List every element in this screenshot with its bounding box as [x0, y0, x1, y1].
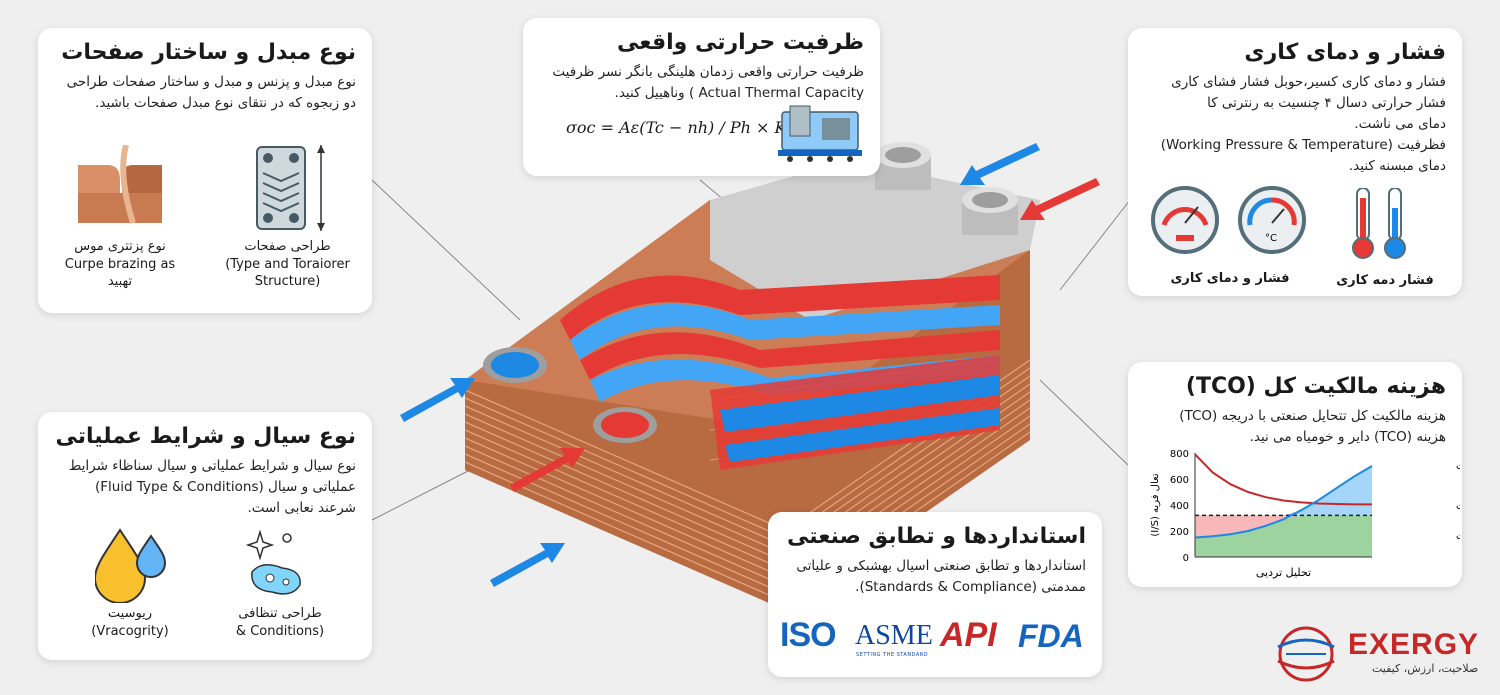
card-plate-type: نوع مبدل و ساختار صفحات نوع مبدل و پزنس …: [38, 28, 372, 313]
card-body-line2: فشار حرارتی دسال ۴ چنسیت به رنترتی کا: [1207, 95, 1446, 112]
plate-pattern-icon: [256, 145, 325, 231]
cleaning-sparkle-icon: [245, 530, 301, 595]
card-title: نوع سیال و شرایط عملیاتی: [55, 424, 356, 449]
area-blue: [1195, 466, 1372, 516]
caption-pressure-gauge: فشار و دمای کاری: [1170, 271, 1290, 286]
card-standards: استانداردها و تطابق صنعتی استانداردها و …: [768, 512, 1102, 677]
caption-fa: طراحی تنظافی: [238, 606, 322, 621]
pressure-gauges-icon: °C: [1151, 186, 1306, 254]
thermal-formula: σoc = Aε(Tc − nh) / Ph × K: [566, 118, 787, 137]
caption-plate-design: طراحی صفحات (Type and Toraiorer Structur…: [210, 238, 365, 291]
iso-logo: ISO: [780, 616, 837, 654]
port-top-1: [875, 142, 931, 190]
legend-label-reference: کراسالیل ازیت: [1456, 501, 1460, 512]
caption-en: (Type and Toraiorer Structure): [225, 256, 350, 290]
card-body-line1: فشار و دمای کاری کسیر،حوبل فشار فشای کار…: [1171, 74, 1446, 91]
series-line-0: [1194, 453, 1372, 506]
card-body-line4: فظرفیت (Working Pressure & Temperature): [1160, 137, 1446, 154]
card-body-line2: هزینه (TCO) دایر و خومیاه می نید.: [1249, 429, 1446, 446]
brazing-joint-icon: [78, 145, 162, 224]
card-fluid-conditions: نوع سیال و شرایط عملیاتی نوع سیال و شرای…: [38, 412, 372, 660]
caption-fa: ریوسیت: [107, 606, 153, 621]
card-body-line1: هزینه مالکیت کل تتحایل صنعتی با دریجه (T…: [1179, 408, 1446, 425]
series-line-1: [1194, 465, 1373, 539]
card-title: فشار و دمای کاری: [1244, 40, 1446, 65]
caption-en: (Vracogrity): [91, 623, 169, 639]
card-title: نوع مبدل و ساختار صفحات: [61, 40, 356, 65]
brand-tagline: صلاحیت، ارزش، کیفیت: [1372, 662, 1479, 675]
fluid-droplets-icon: [95, 528, 167, 603]
card-body-line3: دمای می ناشت.: [1354, 116, 1446, 133]
y-tick-label: 800: [1170, 449, 1189, 460]
card-thermal-capacity: ظرفیت حرارتی واقعی ظرفیت حرارتی واقعی زد…: [523, 18, 880, 176]
card-body-line2: Actual Thermal Capacity ) وناهییل کنید.: [614, 85, 864, 102]
caption-fa-2: تهبید: [107, 274, 133, 290]
y-tick-label: 400: [1170, 501, 1189, 512]
caption-viscosity: ریوسیت (Vracogrity): [70, 605, 190, 640]
api-logo: API: [940, 616, 997, 654]
caption-en: Curpe brazing as: [64, 256, 176, 272]
caption-en: & Conditions): [235, 623, 325, 639]
card-body: نوع مبدل و پزنس و مبدل و ساختار صفحات طر…: [66, 74, 356, 112]
thermometers-icon: [1352, 188, 1406, 259]
caption-fa: طراحی صفحات: [244, 239, 331, 254]
card-body-line2: عملیاتی و سیال (Fluid Type & Conditions): [94, 479, 356, 496]
legend-label-cost: هزینه مالکیت: [1456, 461, 1460, 472]
card-body-line1: ظرفیت حرارتی واقعی زدمان هلینگی بانگر نس…: [552, 64, 864, 81]
asme-tagline: SETTING THE STANDARD: [856, 652, 929, 658]
card-body-line1: نوع سیال و شرایط عملیاتی و سیال سناظاء ش…: [68, 458, 356, 475]
brand-name: EXERGY: [1348, 628, 1480, 661]
chiller-unit-icon: [778, 105, 862, 162]
port-blue-left: [483, 347, 547, 383]
flow-channels: [560, 275, 1000, 470]
caption-fa: نوع پزتتری موس: [74, 239, 166, 254]
caption-cleaning: طراحی تنظافی & Conditions): [215, 605, 345, 640]
card-body-line5: دمای مبسنه کنید.: [1348, 158, 1446, 175]
tco-chart: 0 200 400 600 800 هزینه مالکیت کراسالیل ازیت با…: [1150, 449, 1460, 579]
heat-exchanger-illustration: [400, 142, 1100, 610]
port-red-left: [593, 407, 657, 443]
area-green: [1195, 515, 1372, 557]
fda-logo: FDA: [1018, 618, 1084, 654]
top-cover: [710, 160, 1040, 320]
flow-arrows: [400, 143, 1100, 587]
y-tick-label: 600: [1170, 475, 1189, 486]
caption-brazing: نوع پزتتری موس Curpe brazing as تهبید: [55, 238, 185, 291]
exergy-logo-icon: [1277, 626, 1335, 682]
y-tick-label: 0: [1183, 553, 1189, 564]
x-axis-label: تحلیل تردیی: [1256, 566, 1311, 579]
card-body-line2: ممدمتی (Standards & Compliance).: [855, 579, 1086, 596]
asme-logo: ASME: [855, 620, 933, 651]
y-tick-label: 200: [1170, 527, 1189, 538]
gauge-unit: °C: [1265, 233, 1277, 244]
caption-thermometer: فشار دمه کاری: [1336, 273, 1434, 288]
card-body-line3: شرعند نعابی است.: [247, 500, 356, 517]
port-top-2: [962, 187, 1018, 235]
card-title: استانداردها و تطابق صنعتی: [787, 524, 1086, 549]
card-body-line1: استانداردها و تطابق صنعتی اسیال بهشبکی و…: [796, 558, 1086, 575]
legend-label-benefit: بارشت: [1456, 531, 1460, 542]
y-axis-label: (I/S) تعال فریه: [1150, 473, 1161, 536]
card-title: هزینه مالکیت کل (TCO): [1185, 374, 1446, 399]
card-title: ظرفیت حرارتی واقعی: [617, 30, 864, 55]
